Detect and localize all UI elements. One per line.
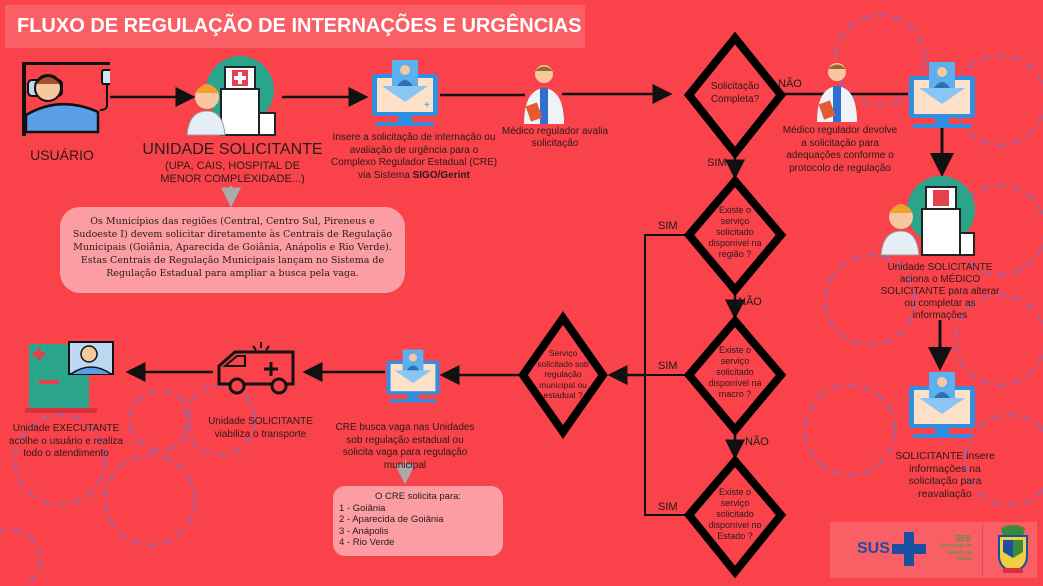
cre-box-item: 1 - Goiânia bbox=[339, 502, 386, 514]
svg-text:+: + bbox=[424, 100, 430, 111]
computer-correction-icon bbox=[909, 62, 975, 128]
cre-solicita-box: O CRE solicita para: 1 - Goiânia 2 - Apa… bbox=[333, 486, 503, 556]
sistema-name: SIGO/Gerint bbox=[412, 169, 470, 181]
decision-diamonds bbox=[518, 31, 787, 579]
hospital-doctor-icon-2 bbox=[880, 176, 975, 256]
logo-divider bbox=[982, 524, 983, 576]
executing-hospital-icon bbox=[25, 341, 114, 413]
cre-busca-text: CRE busca vaga nas Unidades sob regulaçã… bbox=[335, 422, 475, 471]
decision-regiao: Existe o serviço solicitado disponível n… bbox=[708, 205, 762, 259]
ses-logo-text: SES bbox=[955, 534, 972, 543]
decision-servico: Serviço solicitado sob regulação municip… bbox=[537, 348, 589, 400]
usuario-label: USUÁRIO bbox=[30, 147, 94, 163]
decision-macro: Existe o serviço solicitado disponível n… bbox=[708, 345, 762, 399]
decision-estado: Existe o serviço solicitado disponível n… bbox=[708, 487, 762, 541]
unidade-solicitante-title: UNIDADE SOLICITANTE bbox=[142, 141, 323, 158]
title-banner: FLUXO DE REGULAÇÃO DE INTERNAÇÕES E URGÊ… bbox=[5, 5, 585, 48]
cre-box-heading: O CRE solicita para: bbox=[374, 491, 462, 502]
patient-bed-icon bbox=[22, 62, 110, 136]
executante-text: Unidade EXECUTANTE acolhe o usuário e re… bbox=[9, 423, 123, 459]
computer-reevaluation-icon bbox=[909, 372, 975, 438]
doctor-regulator-icon bbox=[524, 65, 564, 124]
page-title: FLUXO DE REGULAÇÃO DE INTERNAÇÕES E URGÊ… bbox=[17, 15, 582, 37]
decision-completa: Solicitação Completa? bbox=[710, 81, 760, 105]
nao-label: NÃO bbox=[778, 78, 802, 90]
sim-label: SIM bbox=[658, 220, 678, 232]
computer-request-icon: + bbox=[372, 60, 438, 126]
computer-cre-icon bbox=[386, 349, 440, 403]
unidade-solicitante-subtitle: (UPA, CAIS, HOSPITAL DE MENOR COMPLEXIDA… bbox=[160, 160, 305, 185]
sus-logo-text: SUS bbox=[857, 540, 890, 557]
sim-label: SIM bbox=[658, 360, 678, 372]
transporte-text: Unidade SOLICITANTE viabiliza o transpor… bbox=[208, 416, 313, 440]
ambulance-icon bbox=[217, 342, 295, 395]
hospital-doctor-icon bbox=[186, 56, 276, 136]
nao-label: NÃO bbox=[745, 436, 769, 448]
decorative-circles bbox=[0, 13, 1043, 586]
doctor-return-icon bbox=[817, 63, 857, 122]
insere-solicitacao-text: Insere a solicitação de internação ou av… bbox=[330, 132, 498, 182]
goias-coat-of-arms-icon bbox=[998, 525, 1028, 574]
solicitante-insere-text: SOLICITANTE insere informações na solici… bbox=[895, 450, 995, 500]
sim-label: SIM bbox=[707, 157, 727, 169]
logo-strip: SUS SES Secretaria de Estado da Saúde bbox=[830, 522, 1037, 578]
insere-text: Insere a solicitação de internação ou av… bbox=[330, 132, 498, 181]
ses-subtitle: Secretaria de Estado da Saúde bbox=[939, 543, 972, 562]
unidade-aciona-text: Unidade SOLICITANTE aciona o MÉDICO SOLI… bbox=[880, 262, 1000, 321]
medico-avalia-text: Médico regulador avalia solicitação bbox=[501, 126, 609, 149]
cre-box-item: 4 - Rio Verde bbox=[339, 537, 395, 548]
municipios-info-box: Os Municípios das regiões (Central, Cent… bbox=[60, 207, 405, 293]
medico-devolve-text: Médico regulador devolve a solicitação p… bbox=[782, 125, 898, 174]
sim-label: SIM bbox=[658, 501, 678, 513]
cre-box-item: 3 - Anápolis bbox=[339, 525, 389, 537]
nao-label: NÃO bbox=[738, 296, 762, 308]
sus-cross-icon bbox=[892, 532, 926, 566]
cre-box-item: 2 - Aparecida de Goiânia bbox=[339, 514, 444, 525]
